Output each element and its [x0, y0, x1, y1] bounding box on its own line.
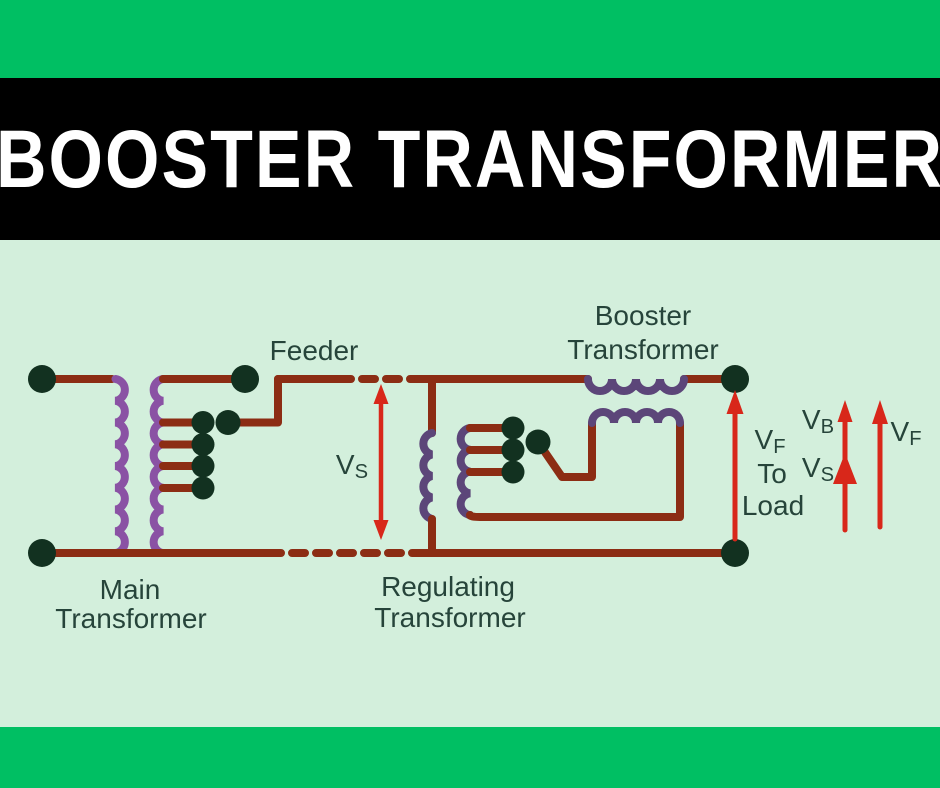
- regulating-tap-dot-1: [501, 416, 525, 440]
- booster-primary-coil: [584, 375, 688, 395]
- vf-to-load-label-line1: VF: [754, 424, 786, 459]
- vb-vs-vector-arrow: [833, 400, 857, 533]
- booster-transformer-label-line1: Booster: [594, 300, 692, 331]
- regulating-tap-dot-2: [501, 438, 525, 462]
- terminal-dot-bottom-right: [721, 539, 749, 567]
- circuit-svg: [28, 365, 888, 567]
- main-tap-dot-1: [191, 411, 215, 434]
- vs-feeder-double-arrow: [373, 384, 389, 540]
- vs-feeder-label: VS: [335, 449, 369, 484]
- feeder-label: Feeder: [269, 335, 359, 366]
- switch-pivot-dot: [525, 429, 551, 455]
- vb-vector-arrowhead: [837, 400, 853, 422]
- booster-transformer-label-line2: Transformer: [567, 334, 719, 365]
- main-transformer-label-line1: Main: [99, 574, 161, 605]
- main-secondary-end-dot: [231, 365, 259, 393]
- main-tap-dot-2: [191, 433, 215, 456]
- booster-secondary-return-loop: [466, 419, 684, 521]
- main-transformer-primary-coil: [111, 375, 129, 557]
- terminal-dot-top-right: [721, 365, 749, 393]
- feeder-step-wire: [224, 375, 282, 427]
- main-transformer-label-line2: Transformer: [55, 603, 207, 634]
- vs-arrowhead-down: [373, 520, 389, 540]
- page-title: BOOSTER TRANSFORMER: [0, 113, 940, 205]
- regulating-transformer-label-line2: Transformer: [374, 602, 526, 633]
- main-tap-dot-4: [191, 476, 215, 500]
- terminal-dot-bottom-left: [28, 539, 56, 567]
- title-band: BOOSTER TRANSFORMER: [0, 78, 940, 240]
- terminal-dot-top-left: [28, 365, 56, 393]
- top-green-banner: [0, 0, 940, 78]
- vf-load-arrow: [726, 390, 744, 542]
- regulating-primary-coil: [419, 429, 436, 523]
- vb-vector-label: VB: [801, 404, 835, 439]
- vf-to-load-label-line3: Load: [741, 490, 805, 521]
- regulating-tap-dot-3: [501, 460, 525, 484]
- main-tap-selector-dot: [215, 410, 241, 435]
- vf-vector-label: VF: [890, 416, 922, 451]
- regulating-transformer-label-line1: Regulating: [381, 571, 515, 602]
- vf-to-load-label-line2: To: [757, 458, 787, 489]
- vs-arrowhead-up: [373, 384, 389, 404]
- main-tap-dot-3: [191, 454, 215, 478]
- vf-vector-arrowhead: [872, 400, 888, 424]
- vs-vector-label: VS: [801, 452, 835, 487]
- vf-load-arrowhead: [726, 390, 744, 414]
- tap-changer-switch-arm: [534, 419, 596, 481]
- circuit-diagram: Feeder Booster Transformer Main Transfor…: [0, 240, 940, 727]
- vf-vector-arrow: [872, 400, 888, 530]
- vs-vector-arrowhead: [833, 453, 857, 484]
- bottom-green-banner: [0, 727, 940, 788]
- booster-secondary-coil: [588, 408, 684, 427]
